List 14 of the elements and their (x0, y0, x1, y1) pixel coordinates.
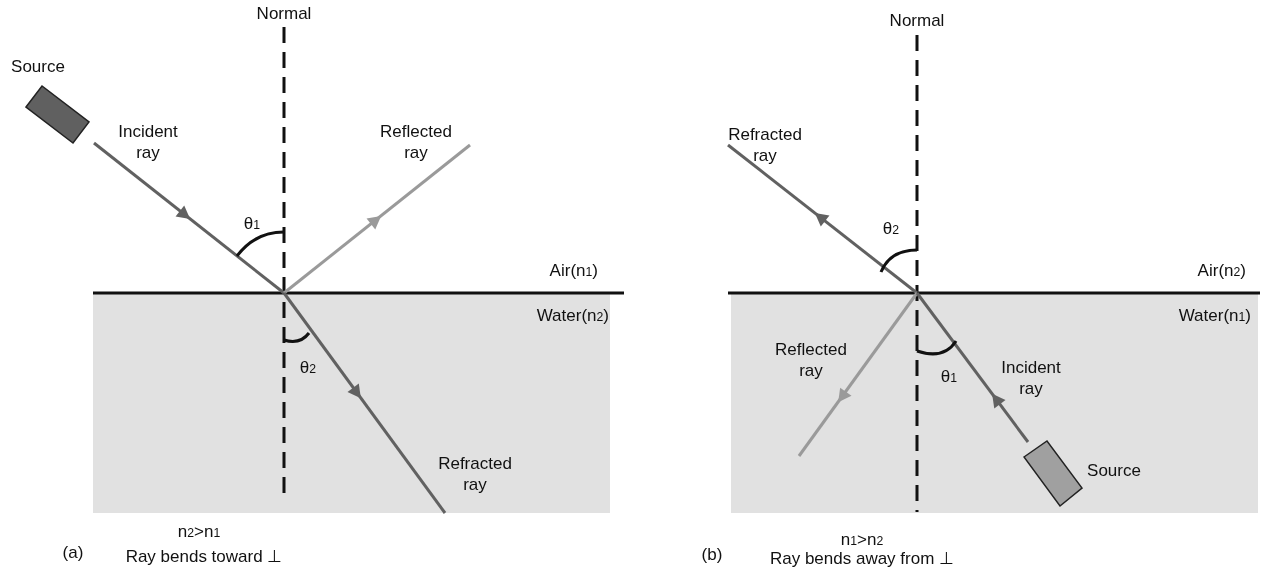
caption-text: Ray bends toward ⊥ (125, 545, 283, 567)
ray-label: Refracted ray (438, 453, 512, 495)
ray-label: Reflected ray (380, 121, 452, 163)
ray-label: Reflected ray (775, 339, 847, 381)
axis-label: Normal (256, 2, 312, 24)
ray-label: Incident ray (1001, 357, 1061, 399)
axis-label: Normal (889, 9, 945, 31)
ray-label: Refracted ray (728, 124, 802, 166)
part-label: Source (1087, 459, 1141, 481)
caption-text: Ray bends away from ⊥ (769, 547, 955, 569)
part-label: Source (11, 55, 65, 77)
panel-label: (a) (62, 541, 84, 563)
panel-label: (b) (701, 543, 723, 565)
ray-label: Incident ray (118, 121, 178, 163)
